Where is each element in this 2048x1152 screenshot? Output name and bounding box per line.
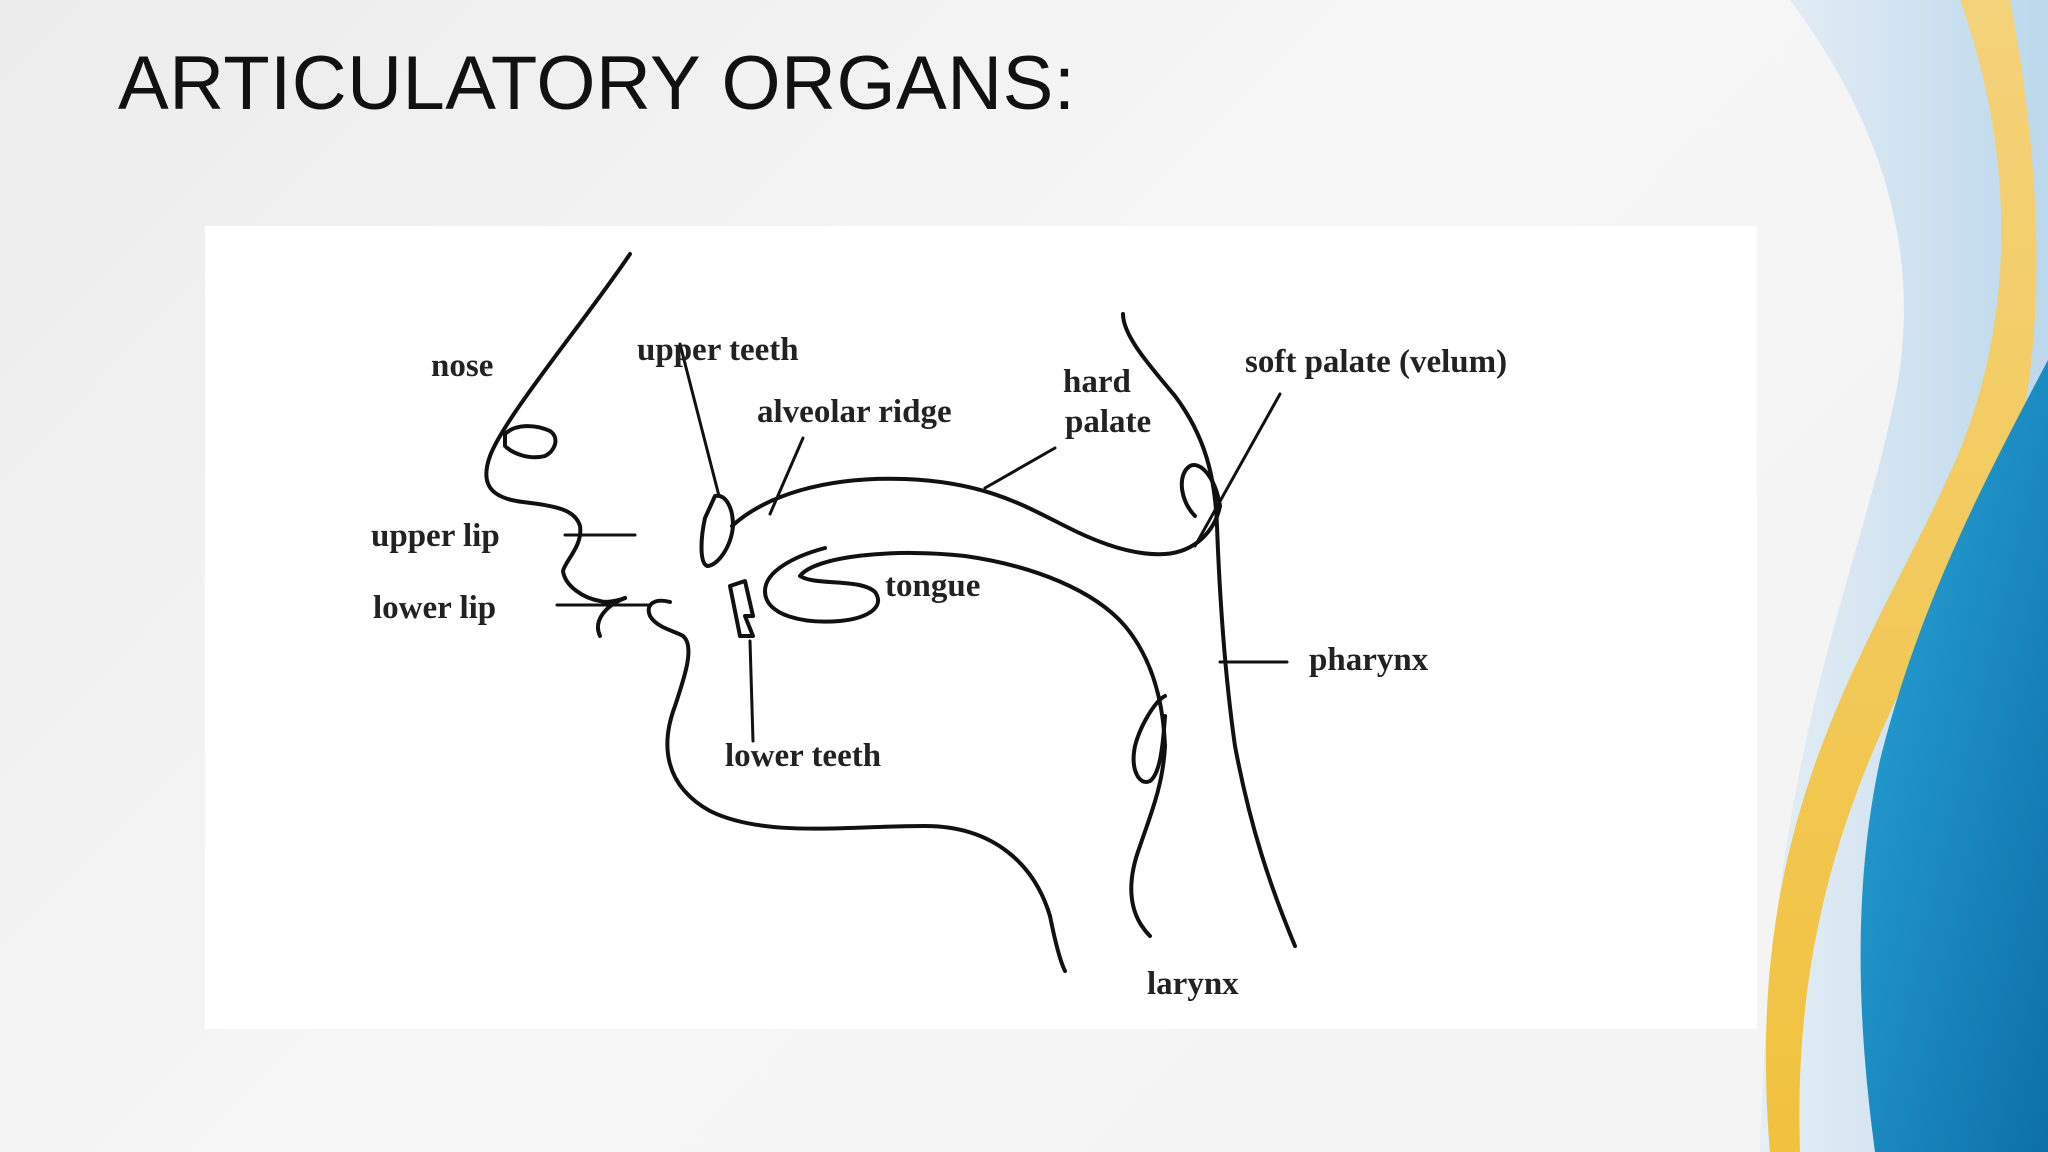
label-soft-palate: soft palate (velum) [1245,344,1507,380]
blue-wave [1860,360,2048,1152]
label-lower-lip: lower lip [373,590,496,626]
pharynx-back-wall [1121,312,1297,948]
face-profile-outline [484,252,632,604]
upper-lip-outline [596,596,627,638]
pointer-soft-palate [1193,392,1282,548]
tongue-outline [763,546,1167,748]
slide-title: ARTICULATORY ORGANS: [118,41,1076,126]
jaw-and-neck-outline [665,634,1067,973]
label-hard-palate-line2: palate [1065,404,1151,440]
upper-teeth-shape [699,493,735,568]
label-lower-teeth: lower teeth [725,738,881,774]
pointer-hard-palate [983,446,1057,490]
gold-wave [1765,0,2037,1152]
pointer-alveolar-ridge [768,436,805,516]
label-hard-palate-line1: hard [1063,364,1131,400]
lower-teeth-shape [728,579,755,638]
soft-palate-velum [1179,463,1222,518]
label-alveolar-ridge: alveolar ridge [757,394,952,430]
palate-outline [730,476,1222,557]
articulatory-organs-diagram: nose upper teeth alveolar ridge hard pal… [205,226,1757,1029]
label-tongue: tongue [885,568,980,604]
label-nose: nose [431,348,493,384]
label-upper-teeth: upper teeth [637,332,799,368]
nostril-shape [503,424,558,460]
label-larynx: larynx [1147,966,1239,1002]
epiglottis-outline [1131,694,1167,784]
label-upper-lip: upper lip [371,518,500,554]
pointer-lower-teeth [748,639,755,743]
larynx-front-outline [1129,744,1167,938]
lower-lip-outline [646,598,685,638]
pointer-upper-teeth [678,342,721,498]
label-pharynx: pharynx [1309,642,1429,678]
vocal-tract-drawing: nose upper teeth alveolar ridge hard pal… [371,252,1507,1002]
